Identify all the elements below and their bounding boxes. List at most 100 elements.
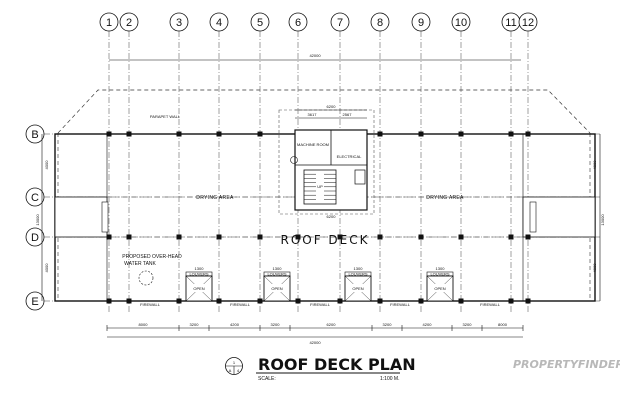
drying-area-right: DRYING AREA: [426, 195, 464, 201]
firewall-4: FIREWALL: [390, 302, 411, 307]
grid-label-row-D: D: [31, 232, 39, 244]
title-bubble-bl: A: [229, 368, 232, 373]
drawing-title: ROOF DECK PLAN: [258, 355, 416, 374]
dim-left-upper: 4000: [44, 160, 49, 170]
grid-label-col-7: 7: [337, 17, 343, 29]
scale-label: SCALE:: [258, 376, 276, 382]
title-bubble-br: 4: [237, 368, 240, 373]
dim-span-label: 8000: [139, 322, 149, 327]
grid-bubble-col-12: [518, 12, 538, 32]
grid-label-col-5: 5: [257, 17, 263, 29]
grid-label-col-2: 2: [126, 17, 132, 29]
grid-bubble-col-6: [288, 12, 308, 32]
dim-overall-top: 42000: [309, 53, 321, 58]
grid-label-col-1: 1: [106, 17, 112, 29]
dim-span-label: 3200: [463, 322, 473, 327]
column-post: [418, 131, 424, 137]
column-post: [257, 298, 263, 304]
column-post: [216, 234, 222, 240]
roof-outline: [57, 89, 591, 134]
column-post: [458, 131, 464, 137]
louver-open-label: OPEN: [434, 286, 445, 291]
column-post: [106, 298, 112, 304]
column-post: [418, 298, 424, 304]
stair-treads: [304, 173, 336, 200]
stair-up-label: UP: [317, 184, 323, 189]
column-post: [508, 234, 514, 240]
column-post: [126, 234, 132, 240]
dim-span-label: 3200: [271, 322, 281, 327]
grid-bubble-col-3: [169, 12, 189, 32]
water-tank: [138, 270, 154, 286]
column-post: [176, 298, 182, 304]
machine-room-label: MACHINE ROOM: [297, 142, 329, 147]
grid-label-col-10: 10: [455, 17, 467, 29]
grid-bubble-col-10: [451, 12, 471, 32]
column-post: [176, 234, 182, 240]
core-shaft: [354, 169, 366, 185]
grid-bubble-col-1: [99, 12, 119, 32]
dim-left-lower: 4000: [44, 263, 49, 273]
grid-bubble-col-8: [370, 12, 390, 32]
dim-span-label: 4200: [230, 322, 240, 327]
column-post: [508, 298, 514, 304]
grid-label-col-9: 9: [418, 17, 424, 29]
column-post: [377, 234, 383, 240]
louver-open-label: OPEN: [352, 286, 363, 291]
parapet-label: PARAPET WALL: [150, 114, 181, 119]
column-post: [216, 298, 222, 304]
firewall-1: FIREWALL: [140, 302, 161, 307]
louver-dim: 1300: [273, 266, 283, 271]
louver-label: LOUVERS: [267, 272, 286, 277]
column-post: [295, 298, 301, 304]
grid-bubble-col-2: [119, 12, 139, 32]
electrical-room-label: ELECTRICAL: [337, 154, 362, 159]
dim-span-label: 8000: [498, 322, 508, 327]
column-post: [525, 234, 531, 240]
column-post: [216, 131, 222, 137]
column-post: [525, 298, 531, 304]
column-post: [295, 234, 301, 240]
tank-label-2: WATER TANK: [124, 261, 156, 267]
column-post: [337, 298, 343, 304]
dim-right-lower: 4000: [592, 263, 597, 273]
column-post: [106, 131, 112, 137]
dim-core-bottom: 6200: [327, 214, 337, 219]
column-post: [126, 131, 132, 137]
grid-bubble-row-C: [25, 187, 45, 207]
column-post: [377, 131, 383, 137]
louver-label: LOUVERS: [189, 272, 208, 277]
grid-bubble-col-9: [411, 12, 431, 32]
left-wing: [54, 196, 108, 238]
grid-label-col-6: 6: [295, 17, 301, 29]
dim-span-label: 4200: [423, 322, 433, 327]
grid-label-col-11: 11: [505, 17, 516, 29]
grid-bubble-col-4: [209, 12, 229, 32]
left-door: [101, 201, 109, 233]
grid-label-row-C: C: [31, 192, 39, 204]
firewall-3: FIREWALL: [310, 302, 331, 307]
title-bubble-top: 1: [233, 360, 236, 365]
dim-core-width: 6200: [327, 104, 337, 109]
column-post: [337, 234, 343, 240]
grid-label-row-E: E: [31, 296, 38, 308]
watermark: PROPERTYFINDERPH.COM: [513, 358, 620, 371]
column-post: [508, 131, 514, 137]
dim-core-left: 3617: [308, 112, 318, 117]
dim-span-label: 3200: [383, 322, 393, 327]
column-post: [176, 131, 182, 137]
right-door: [529, 201, 537, 233]
roof-deck-label: ROOF DECK: [280, 233, 369, 247]
grid-label-col-3: 3: [176, 17, 182, 29]
column-post: [458, 298, 464, 304]
column-post: [418, 234, 424, 240]
grid-label-col-12: 12: [522, 17, 534, 29]
stair-up-circle: [290, 156, 298, 164]
column-post: [525, 131, 531, 137]
dim-left-total: 13000: [35, 214, 40, 226]
grid-label-col-4: 4: [216, 17, 222, 29]
grid-bubble-row-D: [25, 227, 45, 247]
louver-label-bg: [351, 284, 365, 292]
louver-label: LOUVERS: [348, 272, 367, 277]
